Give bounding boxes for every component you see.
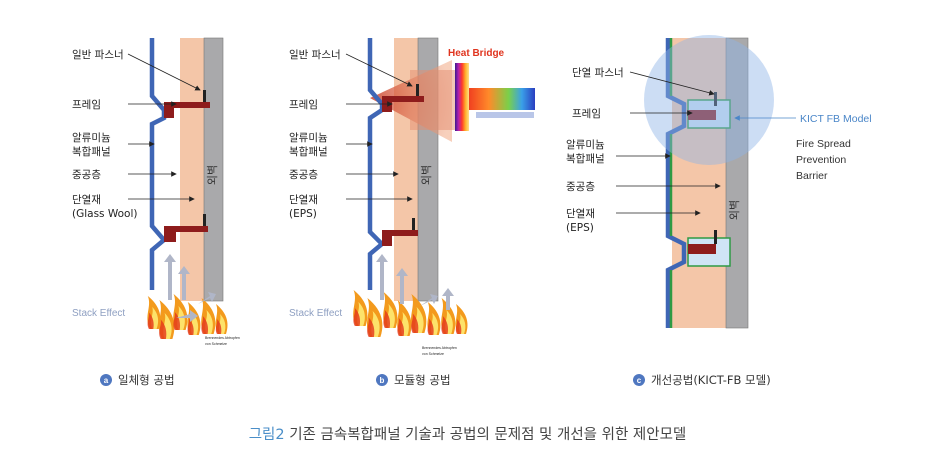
label-frame: 프레임 xyxy=(72,98,101,111)
core-layer xyxy=(672,38,728,328)
stack-effect-label: Stack Effect xyxy=(289,308,342,319)
label-frame: 프레임 xyxy=(289,98,318,111)
label-fastener: 일반 파스너 xyxy=(289,48,341,61)
label-insulation: 단열재 xyxy=(72,194,101,206)
fastener xyxy=(203,90,206,102)
label-insulation: 단열재 xyxy=(289,194,318,206)
fastener xyxy=(714,92,717,106)
badge-c xyxy=(633,374,645,386)
drip-label: Brennendes Abtropfen xyxy=(422,346,457,350)
drip-label: von Schmelze xyxy=(205,342,227,346)
diagram-a: 외벽 일반 파스너 프레임 알류미늄 복합패널 중공층 단열재 (Glass W… xyxy=(72,37,240,387)
label-fastener: 일반 파스너 xyxy=(72,48,124,61)
label-cavity: 중공층 xyxy=(289,169,318,181)
composite-panel xyxy=(149,38,168,290)
wall-label: 외벽 xyxy=(206,165,219,185)
fastener xyxy=(203,214,206,226)
core-layer xyxy=(180,38,208,301)
label-composite-panel: 복합패널 xyxy=(566,153,605,165)
svg-text:c: c xyxy=(637,376,642,385)
figure-caption: 그림2 기존 금속복합패널 기술과 공법의 문제점 및 개선을 위한 제안모델 xyxy=(0,423,935,444)
caption-b: 모듈형 공법 xyxy=(394,373,451,387)
barrier-label: Barrier xyxy=(796,170,828,182)
heat-bridge-thermal-map xyxy=(455,63,469,131)
frame-bracket-lower xyxy=(382,230,418,246)
label-insulation-type: (EPS) xyxy=(566,222,594,234)
label-aluminum: 알류미늄 xyxy=(289,132,328,144)
figure-caption-text: 기존 금속복합패널 기술과 공법의 문제점 및 개선을 위한 제안모델 xyxy=(284,427,687,443)
kict-model-label: KICT FB Model xyxy=(800,113,872,125)
label-cavity: 중공층 xyxy=(566,181,595,193)
heat-bridge-thermal-band xyxy=(469,88,535,110)
caption-a: 일체형 공법 xyxy=(118,373,175,387)
frame-bracket xyxy=(688,110,716,120)
facade-comparison-diagram: 외벽 일반 파스너 프레임 알류미늄 복합패널 중공층 단열재 (Glass W… xyxy=(72,35,872,387)
composite-panel xyxy=(665,38,687,328)
stack-effect-label: Stack Effect xyxy=(72,308,125,319)
label-insulation: 단열재 xyxy=(566,208,595,220)
svg-text:b: b xyxy=(380,376,385,385)
fastener xyxy=(416,84,419,96)
frame-bracket-lower xyxy=(164,226,208,242)
kict-fb-model-highlight xyxy=(644,35,774,165)
smoke-arrows xyxy=(376,254,454,310)
barrier-label: Fire Spread xyxy=(796,138,851,150)
badge-a xyxy=(100,374,112,386)
svg-text:a: a xyxy=(104,376,109,385)
composite-panel xyxy=(367,38,386,290)
label-fastener: 단열 파스너 xyxy=(572,67,624,79)
wall-label: 외벽 xyxy=(420,165,433,185)
diagram-b: 외벽 Heat Bridge 일반 파스너 프레임 알류미늄 복합패널 중공층 … xyxy=(289,37,535,387)
drip-label: Brennendes Abtropfen xyxy=(205,336,240,340)
figure-number: 그림2 xyxy=(248,427,285,443)
label-composite-panel: 복합패널 xyxy=(289,146,328,158)
label-frame: 프레임 xyxy=(572,107,601,120)
diagram-c: 외벽 단열 파스너 프레임 알류미늄 복합패널 중공층 단열재 (EPS) KI… xyxy=(566,35,872,387)
label-aluminum: 알류미늄 xyxy=(72,132,111,144)
fastener xyxy=(412,218,415,230)
label-aluminum: 알류미늄 xyxy=(566,139,605,151)
label-composite-panel: 복합패널 xyxy=(72,146,111,158)
label-insulation-type: (Glass Wool) xyxy=(72,208,138,220)
leader-line xyxy=(345,53,413,87)
badge-b xyxy=(376,374,388,386)
frame-bracket-lower xyxy=(688,244,716,254)
exterior-wall xyxy=(725,37,749,329)
label-insulation-type: (EPS) xyxy=(289,208,317,220)
drip-label: von Schmelze xyxy=(422,352,444,356)
frame-bracket xyxy=(382,96,424,112)
fastener xyxy=(714,230,717,244)
heat-bridge-label: Heat Bridge xyxy=(448,48,505,59)
barrier-label: Prevention xyxy=(796,154,846,166)
label-cavity: 중공층 xyxy=(72,169,101,181)
caption-c: 개선공법(KICT-FB 모델) xyxy=(651,373,771,387)
wall-label: 외벽 xyxy=(728,200,741,220)
leader-line xyxy=(127,53,201,91)
leader-line xyxy=(629,71,715,96)
smoke-arrows xyxy=(164,254,216,322)
